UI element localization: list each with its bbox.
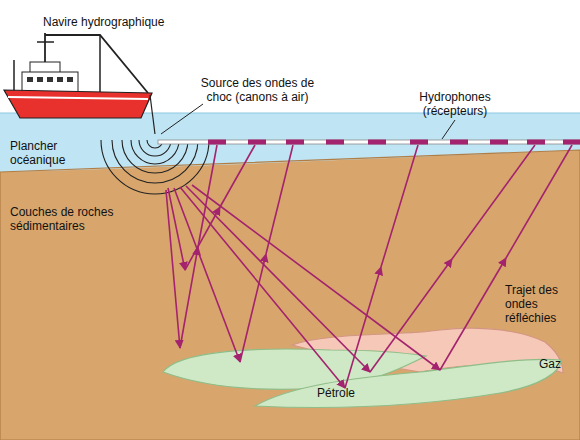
front-mast <box>13 60 15 92</box>
ray-up <box>440 258 506 370</box>
ray-up <box>180 247 198 348</box>
wave-arc <box>131 140 179 164</box>
mast-yard <box>37 41 54 43</box>
hydrophone <box>248 140 266 145</box>
node-label: Pétrole <box>317 386 355 400</box>
ray-down <box>174 188 240 362</box>
ray-down <box>192 185 440 370</box>
oil-reservoir-shape <box>255 359 561 407</box>
sediment-layers <box>0 150 580 440</box>
streamer-cable <box>158 140 580 144</box>
ray-down <box>168 188 185 270</box>
hydrophone <box>368 140 386 145</box>
wave-arc <box>112 140 198 183</box>
wave-arc <box>139 140 171 156</box>
hydrophone <box>286 140 304 145</box>
ray-up <box>452 145 535 259</box>
wave-arc <box>122 140 188 173</box>
leader-line <box>442 120 455 139</box>
ray-down <box>180 187 345 388</box>
hydrophone <box>563 140 580 145</box>
hydrophone <box>326 140 344 145</box>
hydrophone <box>450 140 468 145</box>
hydrophone <box>410 140 428 145</box>
hull-stripe <box>8 97 148 99</box>
wave-arc <box>101 140 209 194</box>
ray-down <box>186 186 370 372</box>
ray-up <box>370 259 452 372</box>
hull <box>4 90 152 118</box>
superstructure <box>22 72 78 92</box>
ray-up <box>220 145 255 207</box>
hydrophone <box>490 140 508 145</box>
seafloor-label: Plancher océanique <box>10 139 85 167</box>
reflected-path-label: Trajet des ondes réfléchies <box>505 283 569 325</box>
hydrophone <box>527 140 545 145</box>
gantry-leg <box>99 35 101 92</box>
ray-up <box>185 207 220 270</box>
streamer <box>158 140 580 145</box>
sediment-label: Couches de roches sédimentaires <box>10 205 125 233</box>
hydrophone-label: Hydrophones (récepteurs) <box>415 90 495 118</box>
ship <box>4 33 152 118</box>
ray-up <box>198 145 217 247</box>
ray-up <box>240 254 266 362</box>
ship-label: Navire hydrographique <box>43 15 203 29</box>
tow-cable <box>150 95 155 134</box>
window <box>47 77 53 82</box>
shock-waves <box>101 140 209 194</box>
window <box>27 77 33 82</box>
source-label: Source des ondes de choc (canons à air) <box>195 76 320 104</box>
ray-up <box>266 145 293 254</box>
leader-line <box>161 104 203 134</box>
ray-up <box>345 267 381 388</box>
ray-up <box>381 145 418 267</box>
oil-reservoir: Pétrole <box>158 328 568 418</box>
window <box>37 77 43 82</box>
hydrophone <box>208 140 226 145</box>
window <box>67 77 73 82</box>
oil-reservoir-outline <box>158 328 568 418</box>
window <box>57 77 63 82</box>
bridge <box>30 62 60 73</box>
ray-down <box>166 190 180 348</box>
ray-up <box>506 145 572 258</box>
wave-arc <box>147 140 163 148</box>
main-mast <box>44 33 46 64</box>
wave-paths <box>166 145 572 388</box>
node-label: Gaz <box>539 357 561 371</box>
